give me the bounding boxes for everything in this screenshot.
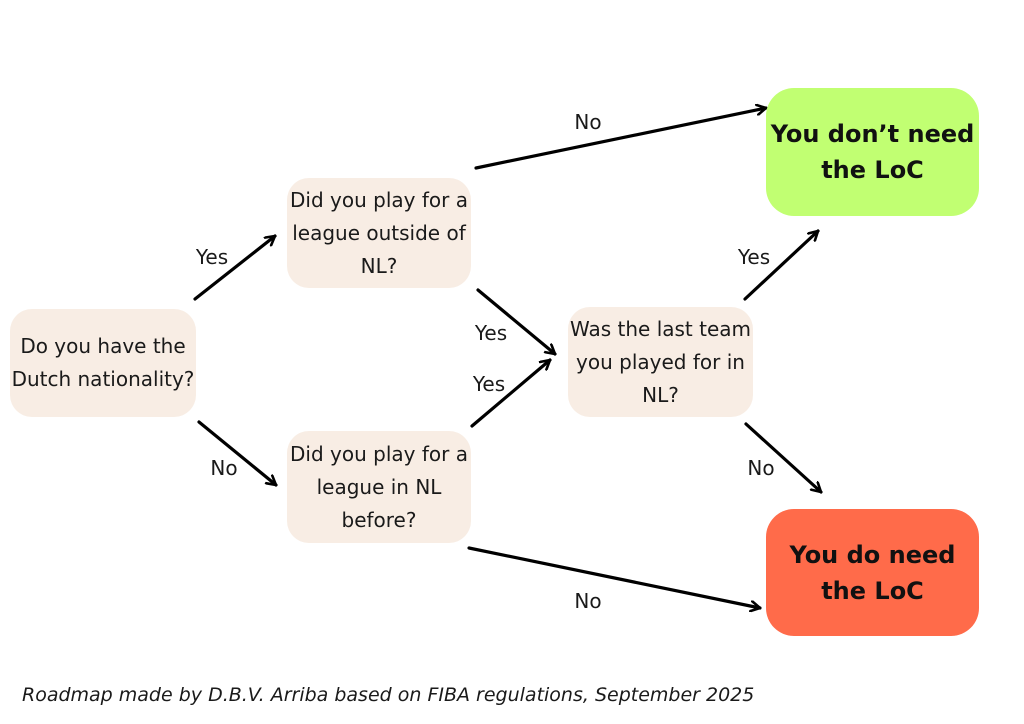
question-league-in-nl: Did you play for a league in NL before? xyxy=(287,431,471,543)
edge-label-outside-no: No xyxy=(574,110,602,134)
question-league-outside-nl-text: Did you play for a league outside of NL? xyxy=(290,187,468,278)
arrow-dutch-no xyxy=(197,420,278,487)
arrow-last-yes xyxy=(743,229,820,301)
edge-label-outside-yes: Yes xyxy=(474,321,508,345)
question-dutch-nationality: Do you have the Dutch nationality? xyxy=(10,309,196,417)
question-last-team-nl-text: Was the last team you played for in NL? xyxy=(569,316,752,407)
arrow-last-no xyxy=(744,422,823,494)
arrow-dutch-yes xyxy=(193,234,277,301)
arrow-outside-no xyxy=(474,108,768,170)
edge-label-dutch-no: No xyxy=(210,456,238,480)
question-league-in-nl-text: Did you play for a league in NL before? xyxy=(290,441,468,532)
outcome-loc-needed: You do need the LoC xyxy=(766,509,979,636)
arrow-inside-yes xyxy=(470,358,552,428)
edge-label-last-no: No xyxy=(747,456,775,480)
edge-label-inside-no: No xyxy=(574,589,602,613)
outcome-loc-needed-text: You do need the LoC xyxy=(789,540,956,605)
question-last-team-nl: Was the last team you played for in NL? xyxy=(568,307,753,417)
arrow-inside-no xyxy=(467,546,762,608)
outcome-no-loc-needed: You don’t need the LoC xyxy=(766,88,979,216)
edge-label-last-yes: Yes xyxy=(737,245,771,269)
question-league-outside-nl: Did you play for a league outside of NL? xyxy=(287,178,471,288)
arrow-outside-yes xyxy=(476,288,557,356)
question-dutch-nationality-text: Do you have the Dutch nationality? xyxy=(11,334,195,391)
edge-label-inside-yes: Yes xyxy=(472,372,506,396)
edge-label-dutch-yes: Yes xyxy=(195,245,229,269)
outcome-no-loc-needed-text: You don’t need the LoC xyxy=(770,120,975,184)
footer-caption: Roadmap made by D.B.V. Arriba based on F… xyxy=(22,684,755,706)
